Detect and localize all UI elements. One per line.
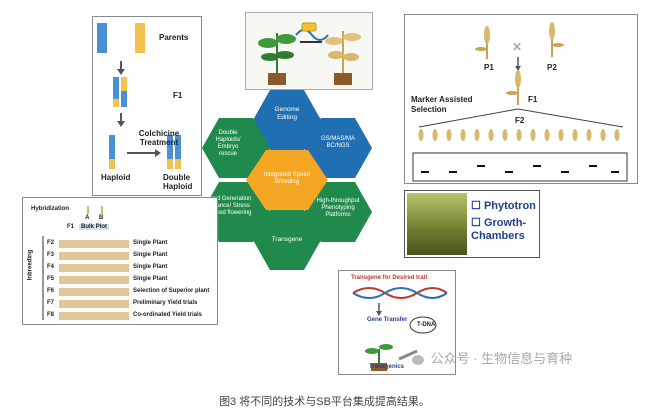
svg-text:✕: ✕ xyxy=(512,40,522,54)
inb-f1-label: F1 xyxy=(67,224,75,230)
hex-rapid-generation-label: Rapid Generation Advance/ Stress Induced… xyxy=(204,196,252,216)
mas-panel: ✕ P1 P2 F1 Marker Assisted Selectio xyxy=(404,14,638,184)
transgenic-panel: Transgene for Desired trait Gene Transfe… xyxy=(338,270,456,375)
generation-desc: Preliminary Yield trials xyxy=(133,300,198,306)
hex-rapid-generation xyxy=(202,182,270,242)
generation-label: F7 xyxy=(47,300,55,306)
double-haploid-label: Double Haploid xyxy=(163,173,193,191)
tdna-label: T-DNA xyxy=(417,322,436,328)
generation-label: F5 xyxy=(47,276,55,282)
phytotron-photo xyxy=(407,193,467,255)
hex-genome-editing-label: Genome Editing xyxy=(274,106,300,121)
inbreeding-panel: Hybridization A B F1 Bulk Plot Inbreedin… xyxy=(22,197,218,325)
transgene-title: Transgene for Desired trait xyxy=(351,275,428,281)
generation-desc: Co-ordinated Yield trials xyxy=(133,312,203,318)
hex-transgene-label: Transgene xyxy=(271,236,303,243)
parent-b-label: B xyxy=(99,215,104,221)
hex-high-throughput xyxy=(304,182,372,242)
bulk-plot-label: Bulk Plot xyxy=(79,224,110,230)
phytotron-line2: ☐ Growth-Chambers xyxy=(471,217,527,242)
inbreeding-plants xyxy=(42,206,129,320)
phytotron-line1: ☐ Phytotron xyxy=(471,200,536,212)
mas-f1-label: F1 xyxy=(528,95,538,104)
hex-gs-mas-label: GS/MAS/MA BC/NGS xyxy=(320,136,355,149)
haploid-bars xyxy=(97,23,181,169)
mas-title: Marker Assisted Selection xyxy=(411,95,473,114)
generation-desc: Single Plant xyxy=(133,276,168,282)
gene-transfer-label: Gene Transfer xyxy=(367,317,408,323)
hybridization-label: Hybridization xyxy=(31,206,70,212)
hex-transgene xyxy=(253,210,321,270)
generation-label: F4 xyxy=(47,264,55,270)
checkbox-icon: ☐ xyxy=(471,200,481,212)
generation-label: F8 xyxy=(47,312,55,318)
parent-a-label: A xyxy=(85,215,90,221)
p1-label: P1 xyxy=(484,63,494,72)
genome-editing-image xyxy=(245,12,373,90)
generation-desc: Single Plant xyxy=(133,252,168,258)
haploid-label: Haploid xyxy=(101,173,131,182)
transgenics-label: Transgenics xyxy=(369,364,405,370)
generation-label: F3 xyxy=(47,252,55,258)
generation-desc: Selection of Superior plant xyxy=(133,288,210,294)
transgenic-illustration xyxy=(352,287,448,371)
figure-caption: 图3 将不同的技术与SB平台集成提高结果。 xyxy=(219,396,430,408)
generation-label: F2 xyxy=(47,240,55,246)
mas-f2-label: F2 xyxy=(515,116,525,125)
colchicine-label: Colchicine Treatment xyxy=(138,129,180,147)
checkbox-icon: ☐ xyxy=(471,217,481,229)
parents-label: Parents xyxy=(159,33,189,42)
wechat-icon xyxy=(412,354,424,365)
hexagon-cluster xyxy=(202,90,372,270)
hex-center xyxy=(246,150,328,210)
hex-high-throughput-label: High-throughput Phenotyping Platforms xyxy=(316,198,360,218)
hex-double-haploids xyxy=(202,118,270,178)
plants-illustration xyxy=(258,22,361,85)
f1-label: F1 xyxy=(173,91,183,100)
phytotron-panel: ☐ Phytotron ☐ Growth-Chambers xyxy=(404,190,540,258)
generation-desc: Single Plant xyxy=(133,264,168,270)
hex-center-label: Integrated Speed Breeding xyxy=(263,172,311,185)
hex-genome-editing xyxy=(253,90,321,150)
generation-desc: Single Plant xyxy=(133,240,168,246)
mas-illustration: ✕ xyxy=(412,22,628,182)
generation-label: F6 xyxy=(47,288,55,294)
p2-label: P2 xyxy=(547,63,557,72)
watermark: 公众号 · 生物信息与育种 xyxy=(412,348,572,367)
double-haploid-panel: Parents F1 Colchicine Treatment Haploid … xyxy=(92,16,202,196)
hex-double-haploids-label: Double Haploids/ Embryo rescue xyxy=(215,130,241,157)
hex-gs-mas xyxy=(304,118,372,178)
